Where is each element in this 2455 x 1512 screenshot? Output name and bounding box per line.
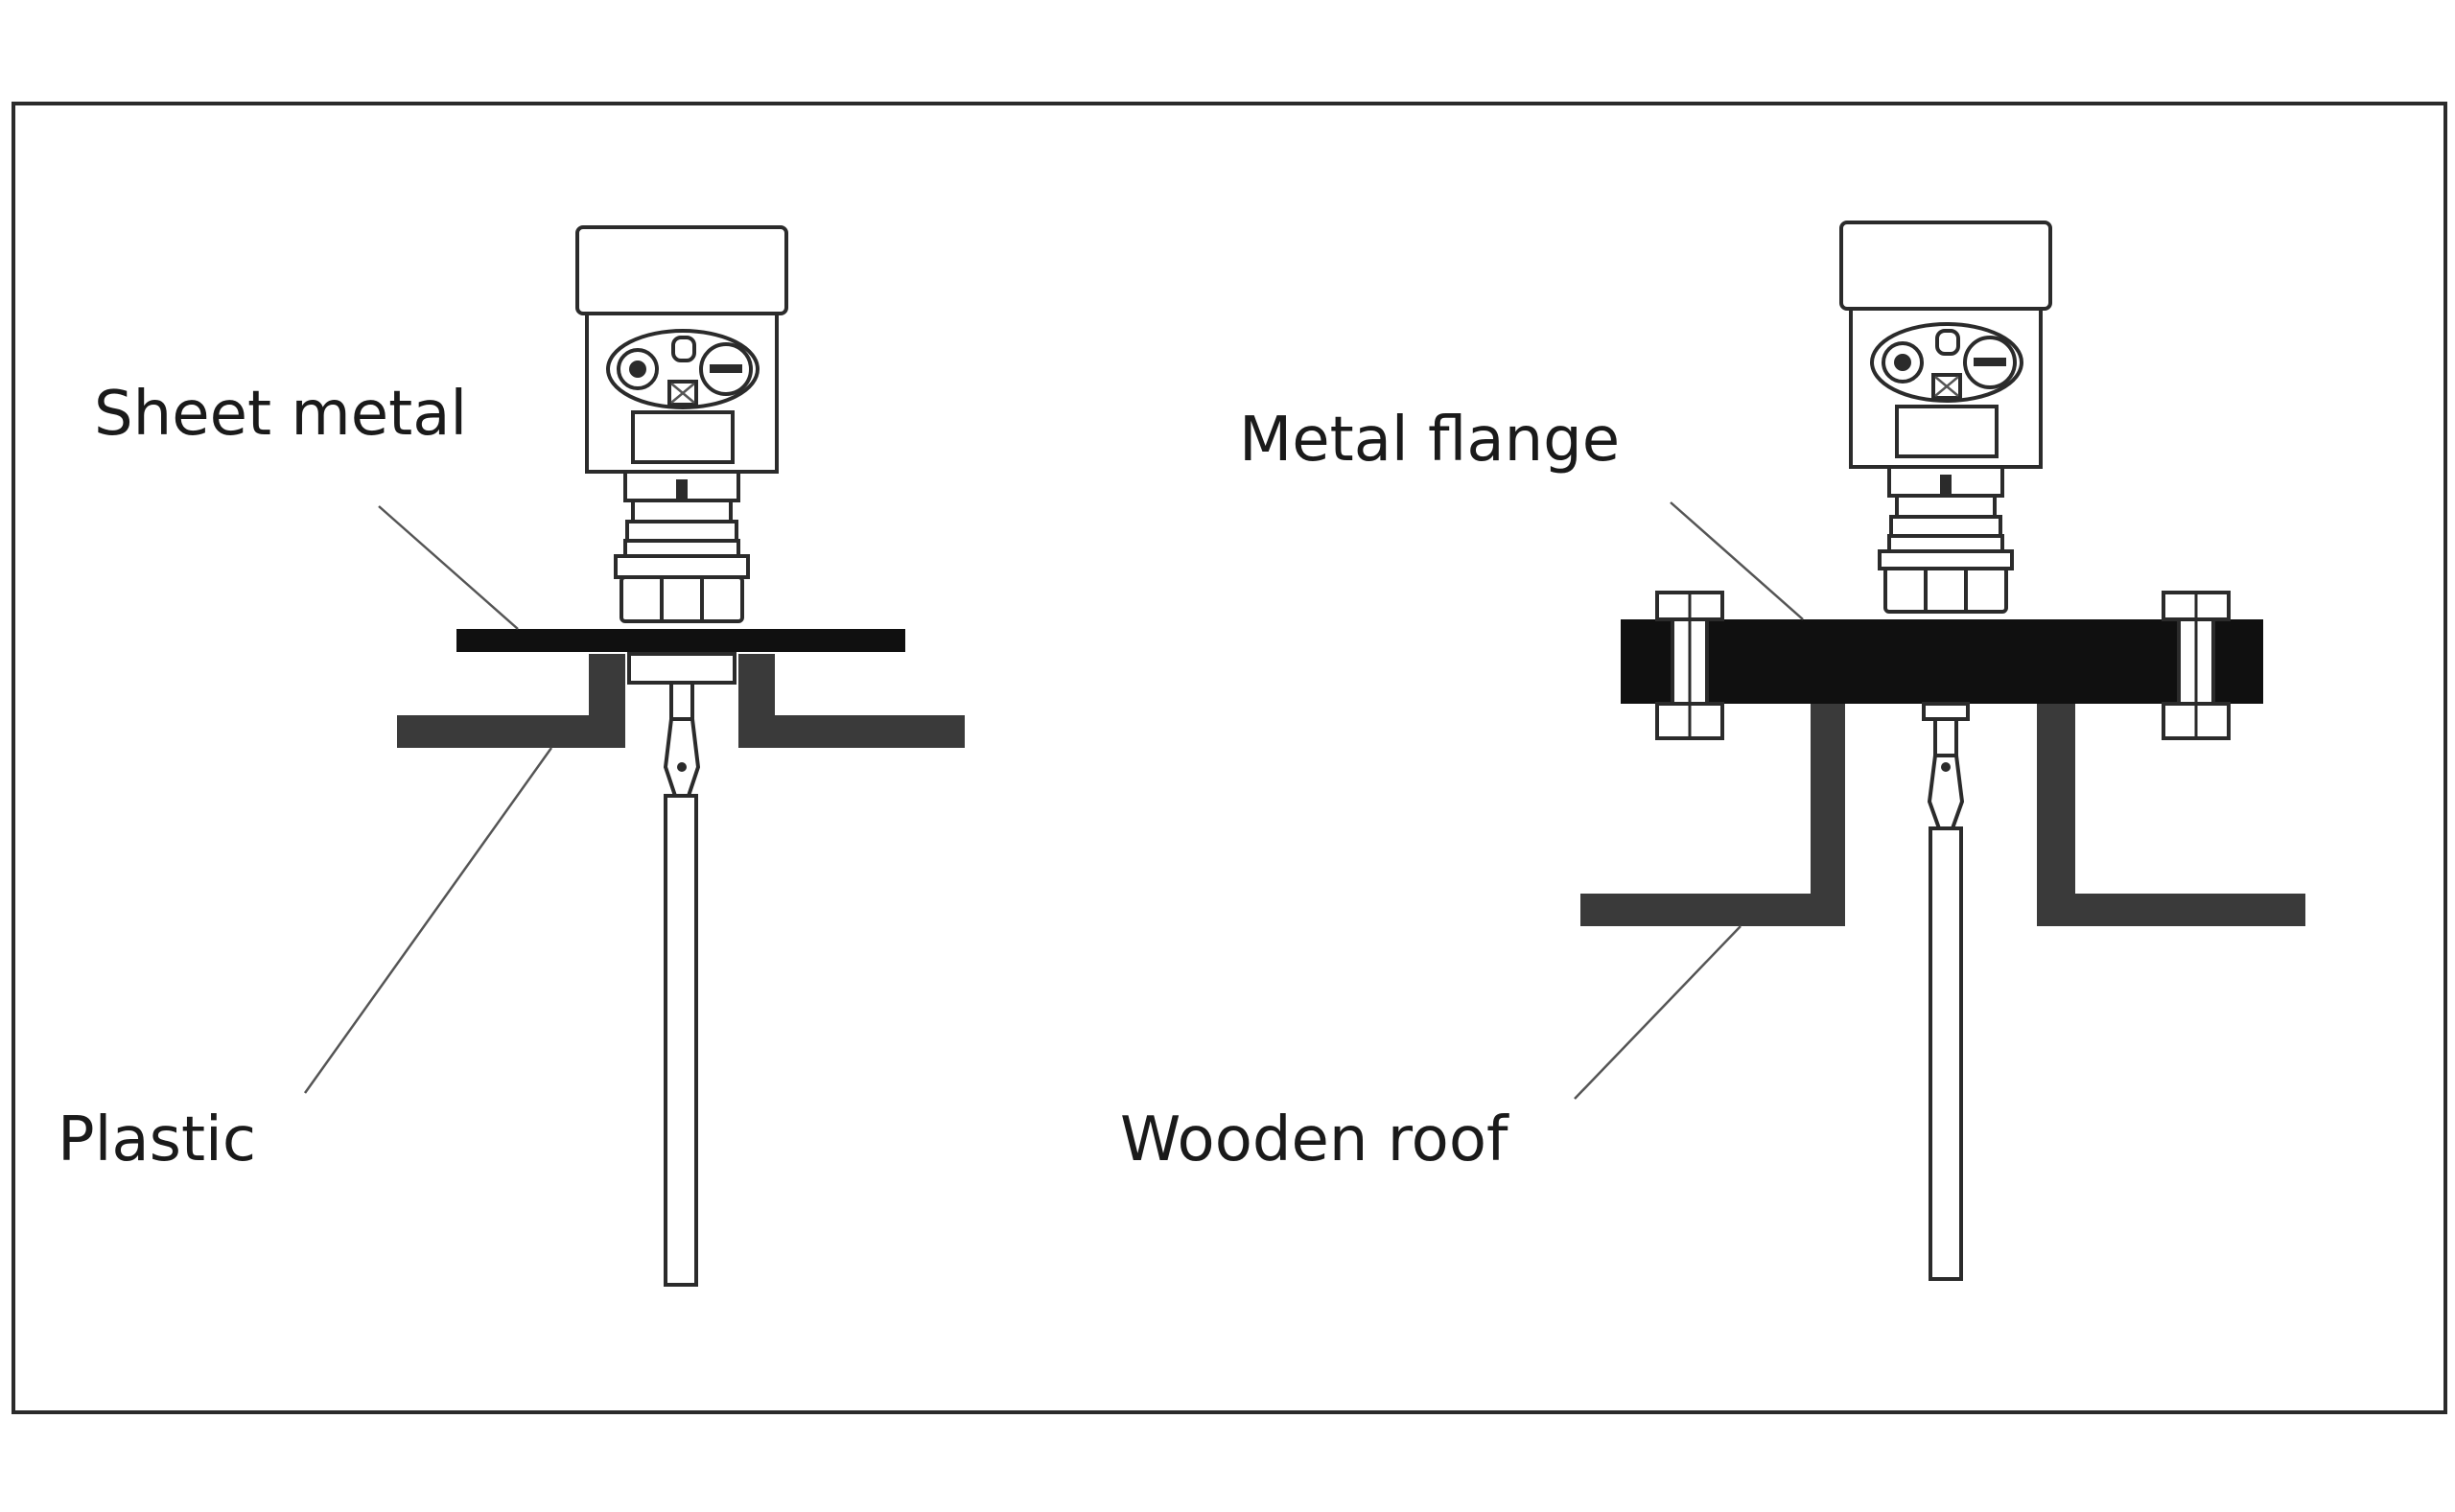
probe-rod-right [1929, 826, 1963, 1281]
transmitter-left-icon [575, 225, 788, 623]
plastic-roof [397, 654, 625, 748]
right-installation [1574, 221, 2305, 1281]
left-installation [303, 225, 965, 1287]
leader-line-metal-flange [1670, 501, 1804, 620]
label-metal-flange: Metal flange [1239, 405, 1620, 476]
probe-rod-left [664, 794, 698, 1287]
leader-line-wooden-roof [1574, 925, 1742, 1100]
wooden-roof [1580, 704, 1845, 926]
label-plastic: Plastic [58, 1105, 256, 1175]
sheet-metal-plate [456, 629, 905, 652]
leader-line-sheet-metal [378, 505, 519, 630]
transmitter-right-icon [1839, 221, 2052, 614]
bolt-right-icon [2162, 591, 2231, 740]
leader-line-plastic [303, 747, 553, 1094]
diagram-frame [12, 102, 2447, 1414]
label-wooden-roof: Wooden roof [1120, 1105, 1509, 1175]
metal-flange [1621, 619, 2263, 704]
bolt-left-icon [1655, 591, 1724, 740]
label-sheet-metal: Sheet metal [94, 379, 467, 450]
